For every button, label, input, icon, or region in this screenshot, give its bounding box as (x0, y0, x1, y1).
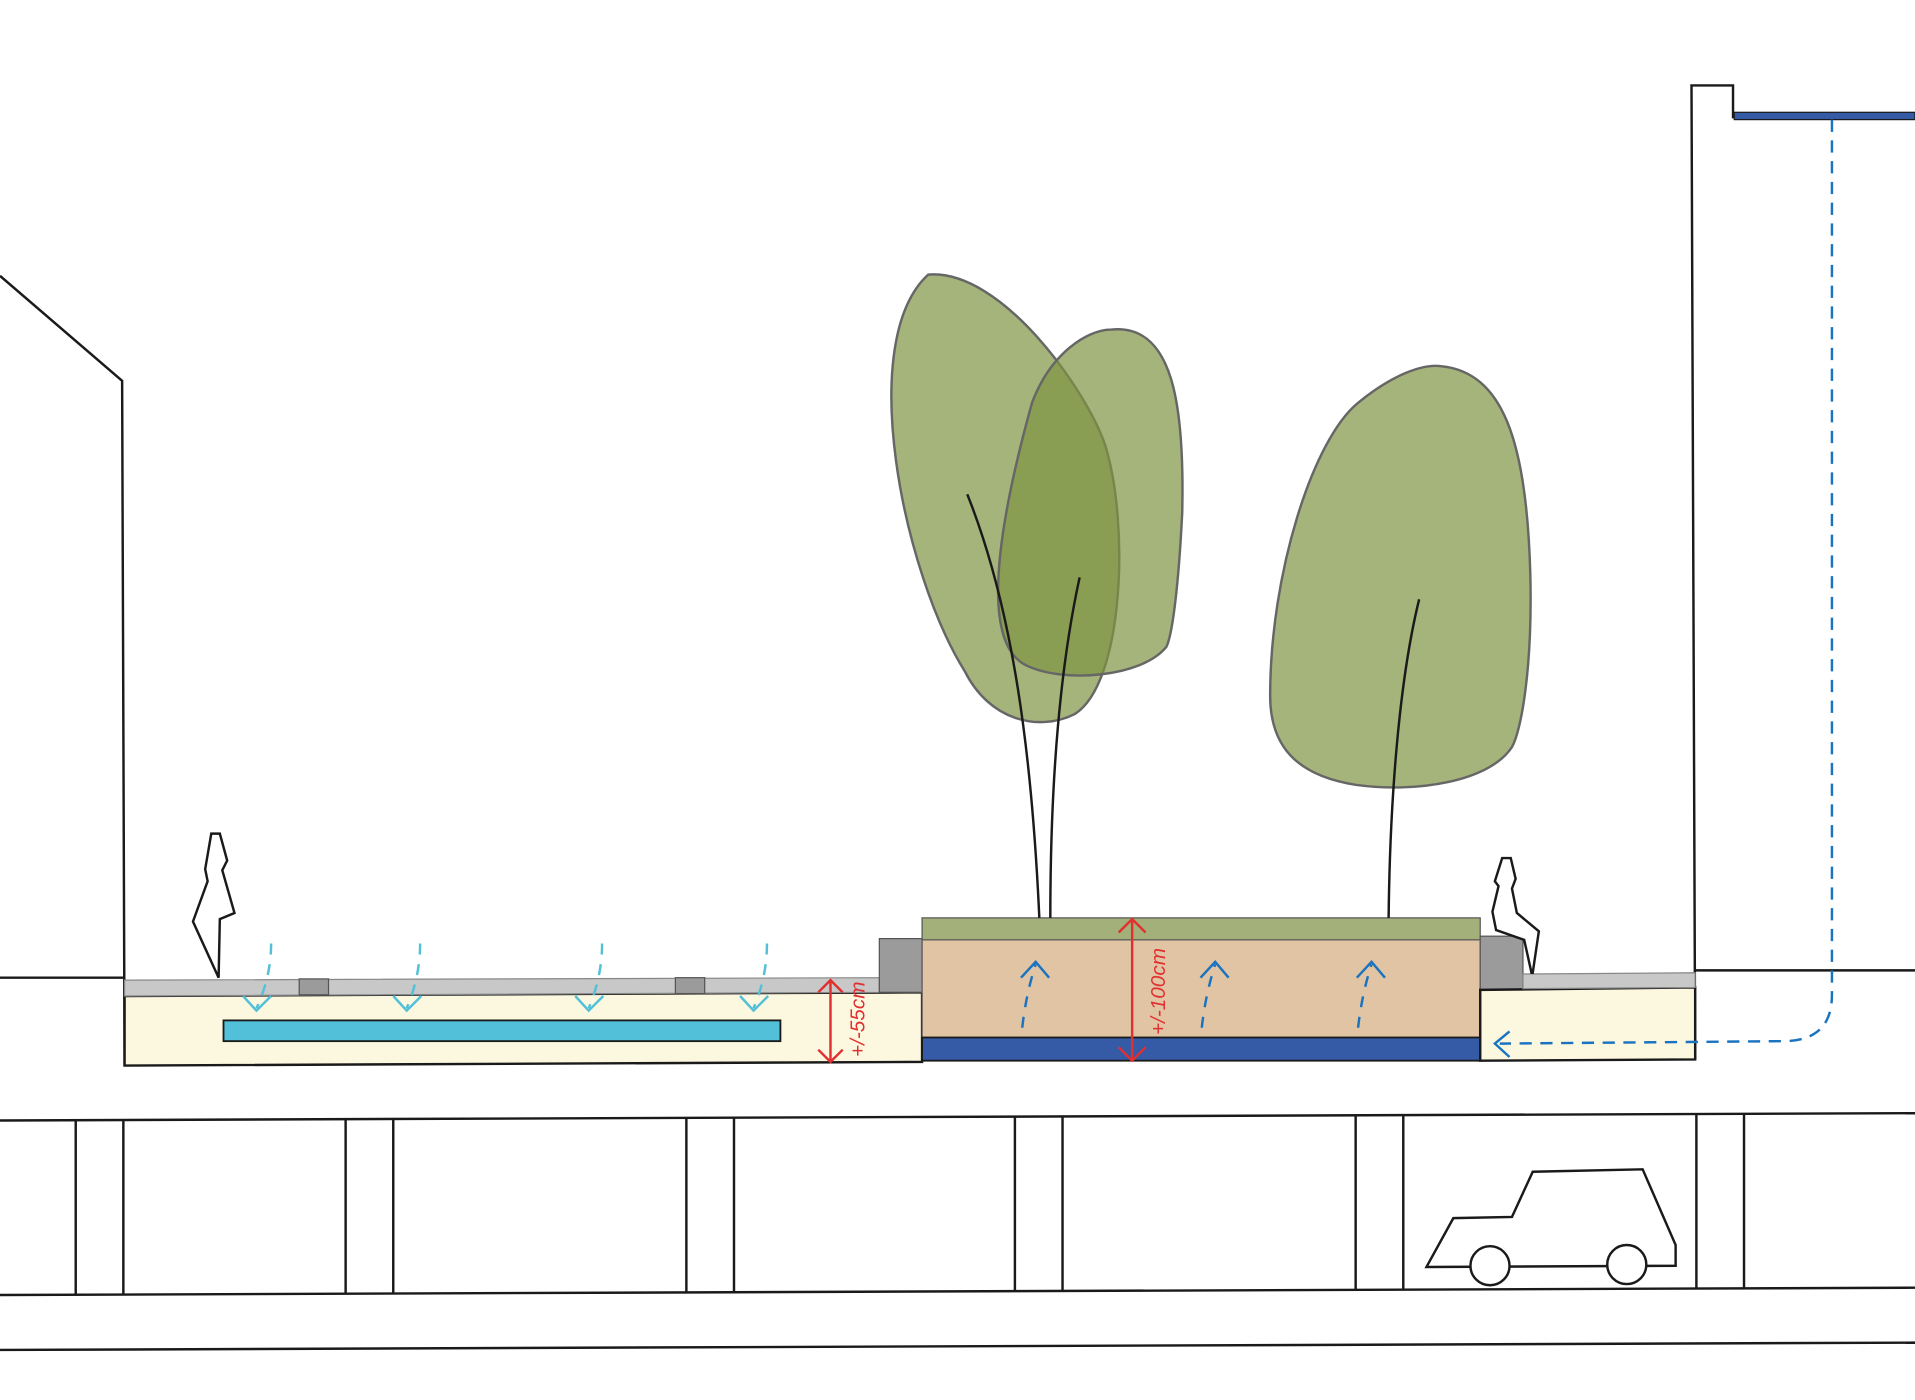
dimension-label-100cm: +/-100cm (1147, 948, 1170, 1035)
capillary-rise-arrows (1020, 959, 1386, 1028)
infiltration-crate (222, 1019, 782, 1043)
roof-runoff-flow-arrow (1499, 119, 1834, 1045)
tree-canopy (996, 328, 1184, 677)
pedestrian-figure (1491, 856, 1541, 975)
infiltration-arrows (242, 943, 770, 1013)
water-storage-layer (921, 1036, 1482, 1062)
dimension-100cm (1117, 917, 1147, 1063)
tree-trunks (966, 493, 1421, 918)
dimension-55cm (817, 978, 844, 1064)
parking-garage-structure (0, 1111, 1915, 1352)
vegetation-layer (921, 917, 1481, 941)
right-building-outline (1690, 84, 1735, 1060)
drain-grate (674, 977, 706, 995)
tree-canopy (1268, 364, 1532, 789)
curb-right (1479, 935, 1524, 991)
curb-left (878, 938, 923, 993)
paving-left (123, 977, 880, 997)
dimension-label-55cm: +/-55cm (847, 981, 870, 1057)
drain-grate (298, 978, 330, 996)
paving-right (1522, 972, 1696, 990)
tree-canopies (890, 273, 1532, 789)
left-building-outline (0, 274, 126, 1066)
substrate-layer-right (1478, 986, 1697, 1062)
roof-runoff-arrowhead (1493, 1030, 1511, 1058)
car-icon (1424, 1168, 1677, 1287)
roof-water-storage (1733, 111, 1915, 121)
pedestrian-figure (191, 832, 236, 979)
